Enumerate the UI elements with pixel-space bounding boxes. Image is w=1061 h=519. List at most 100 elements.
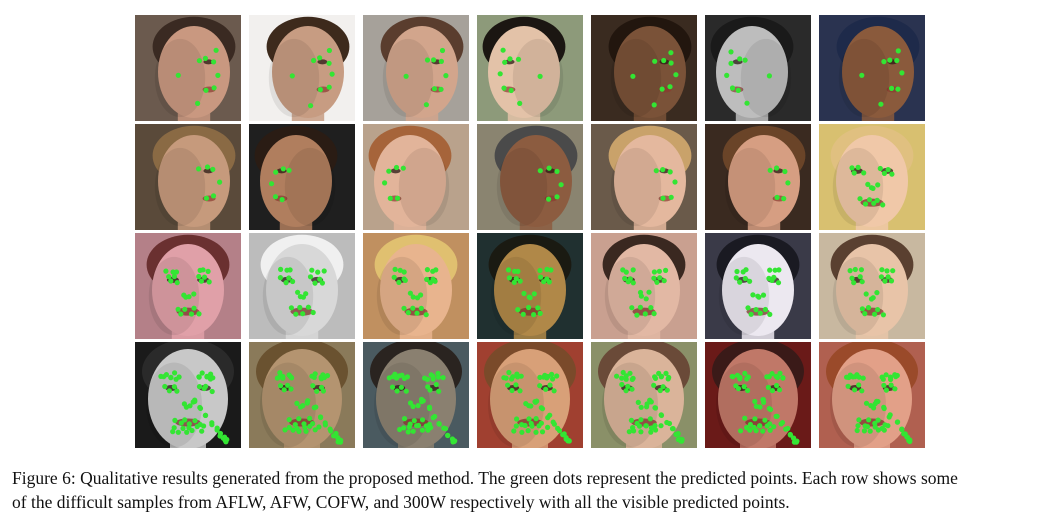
- landmark-dot: [518, 373, 524, 379]
- landmark-dot: [445, 432, 451, 438]
- landmark-dot: [757, 404, 763, 410]
- landmark-dot: [619, 381, 625, 388]
- landmark-dot: [864, 424, 871, 430]
- landmark-dot: [861, 170, 867, 176]
- landmark-dot: [172, 370, 178, 376]
- figure-label: Figure 6:: [12, 468, 76, 488]
- landmark-dot: [175, 306, 181, 312]
- landmark-dot: [500, 47, 506, 53]
- landmark-dot: [775, 280, 782, 286]
- landmark-dot: [196, 166, 202, 172]
- landmark-dot: [531, 312, 537, 318]
- landmark-dot: [867, 428, 873, 434]
- landmark-dot: [423, 423, 429, 429]
- landmark-dot: [777, 387, 783, 393]
- landmark-dot: [881, 427, 887, 433]
- landmark-dot: [305, 398, 311, 404]
- landmark-dot: [293, 311, 299, 317]
- landmark-dot: [760, 428, 766, 434]
- landmark-dot: [871, 405, 877, 411]
- landmark-dot: [286, 424, 292, 431]
- landmark-dot: [300, 311, 306, 317]
- landmark-dot: [774, 165, 780, 171]
- landmark-dot: [163, 372, 169, 378]
- landmark-dot: [433, 381, 439, 388]
- face-thumbnail: [135, 124, 241, 230]
- landmark-dot: [272, 194, 279, 200]
- landmark-dot: [431, 86, 438, 92]
- landmark-dot: [535, 305, 541, 311]
- landmark-dot: [885, 274, 891, 280]
- landmark-dot: [643, 296, 649, 302]
- landmark-dot: [780, 375, 786, 381]
- landmark-dot: [752, 398, 758, 405]
- landmark-dot: [427, 280, 433, 286]
- landmark-dot: [506, 369, 512, 376]
- landmark-dot: [191, 305, 197, 311]
- landmark-dot: [875, 307, 881, 313]
- landmark-dot: [432, 278, 438, 284]
- face-shading: [490, 256, 542, 336]
- landmark-dot: [431, 57, 437, 63]
- landmark-dot: [534, 398, 540, 404]
- landmark-dot: [438, 86, 444, 92]
- landmark-dot: [544, 375, 550, 381]
- landmark-dot: [410, 403, 416, 410]
- landmark-dot: [418, 305, 424, 311]
- landmark-dot: [854, 427, 860, 434]
- landmark-dot: [856, 417, 862, 423]
- landmark-dot: [636, 423, 643, 429]
- landmark-dot: [859, 279, 865, 285]
- landmark-dot: [554, 373, 560, 379]
- landmark-dot: [513, 276, 519, 282]
- landmark-dot: [290, 278, 296, 285]
- face-shape: [488, 26, 560, 118]
- landmark-dot: [648, 425, 655, 431]
- landmark-dot: [729, 85, 736, 91]
- landmark-dot: [774, 194, 780, 200]
- landmark-dot: [196, 273, 202, 280]
- landmark-dot: [175, 429, 181, 435]
- landmark-dot: [737, 374, 743, 380]
- landmark-dot: [407, 290, 413, 296]
- landmark-dot: [305, 304, 311, 310]
- landmark-dot: [733, 275, 739, 281]
- face-thumbnail: [249, 124, 355, 230]
- landmark-dot: [513, 382, 519, 388]
- landmark-dot: [887, 57, 893, 63]
- landmark-dot: [658, 423, 664, 429]
- landmark-dot: [310, 309, 316, 316]
- landmark-dot: [638, 417, 644, 423]
- face-thumbnail: [705, 342, 811, 448]
- face-thumbnail: [249, 233, 355, 339]
- landmark-dot: [660, 195, 666, 201]
- landmark-dot: [668, 50, 674, 56]
- landmark-dot: [679, 436, 685, 443]
- landmark-dot: [529, 423, 535, 429]
- face-thumbnail: [819, 233, 925, 339]
- landmark-dot: [168, 375, 174, 381]
- landmark-dot: [866, 197, 873, 203]
- face-thumbnail: [477, 233, 583, 339]
- landmark-dot: [874, 197, 880, 203]
- landmark-dot: [210, 375, 216, 381]
- landmark-dot: [397, 426, 403, 433]
- landmark-dot: [629, 386, 635, 392]
- landmark-dot: [198, 278, 204, 284]
- landmark-dot: [757, 423, 763, 429]
- landmark-dot: [627, 276, 633, 282]
- landmark-dot: [865, 181, 871, 187]
- landmark-dot: [764, 374, 770, 380]
- landmark-dot: [422, 375, 428, 381]
- landmark-dot: [326, 60, 332, 66]
- landmark-dot: [890, 268, 896, 274]
- landmark-dot: [745, 374, 751, 380]
- landmark-dot: [396, 279, 402, 285]
- landmark-dot: [870, 295, 876, 301]
- face-shading: [718, 256, 770, 336]
- face-shading: [376, 256, 428, 336]
- landmark-dot: [300, 403, 306, 409]
- landmark-dot: [547, 382, 553, 388]
- landmark-dot: [405, 429, 411, 435]
- landmark-dot: [403, 73, 409, 79]
